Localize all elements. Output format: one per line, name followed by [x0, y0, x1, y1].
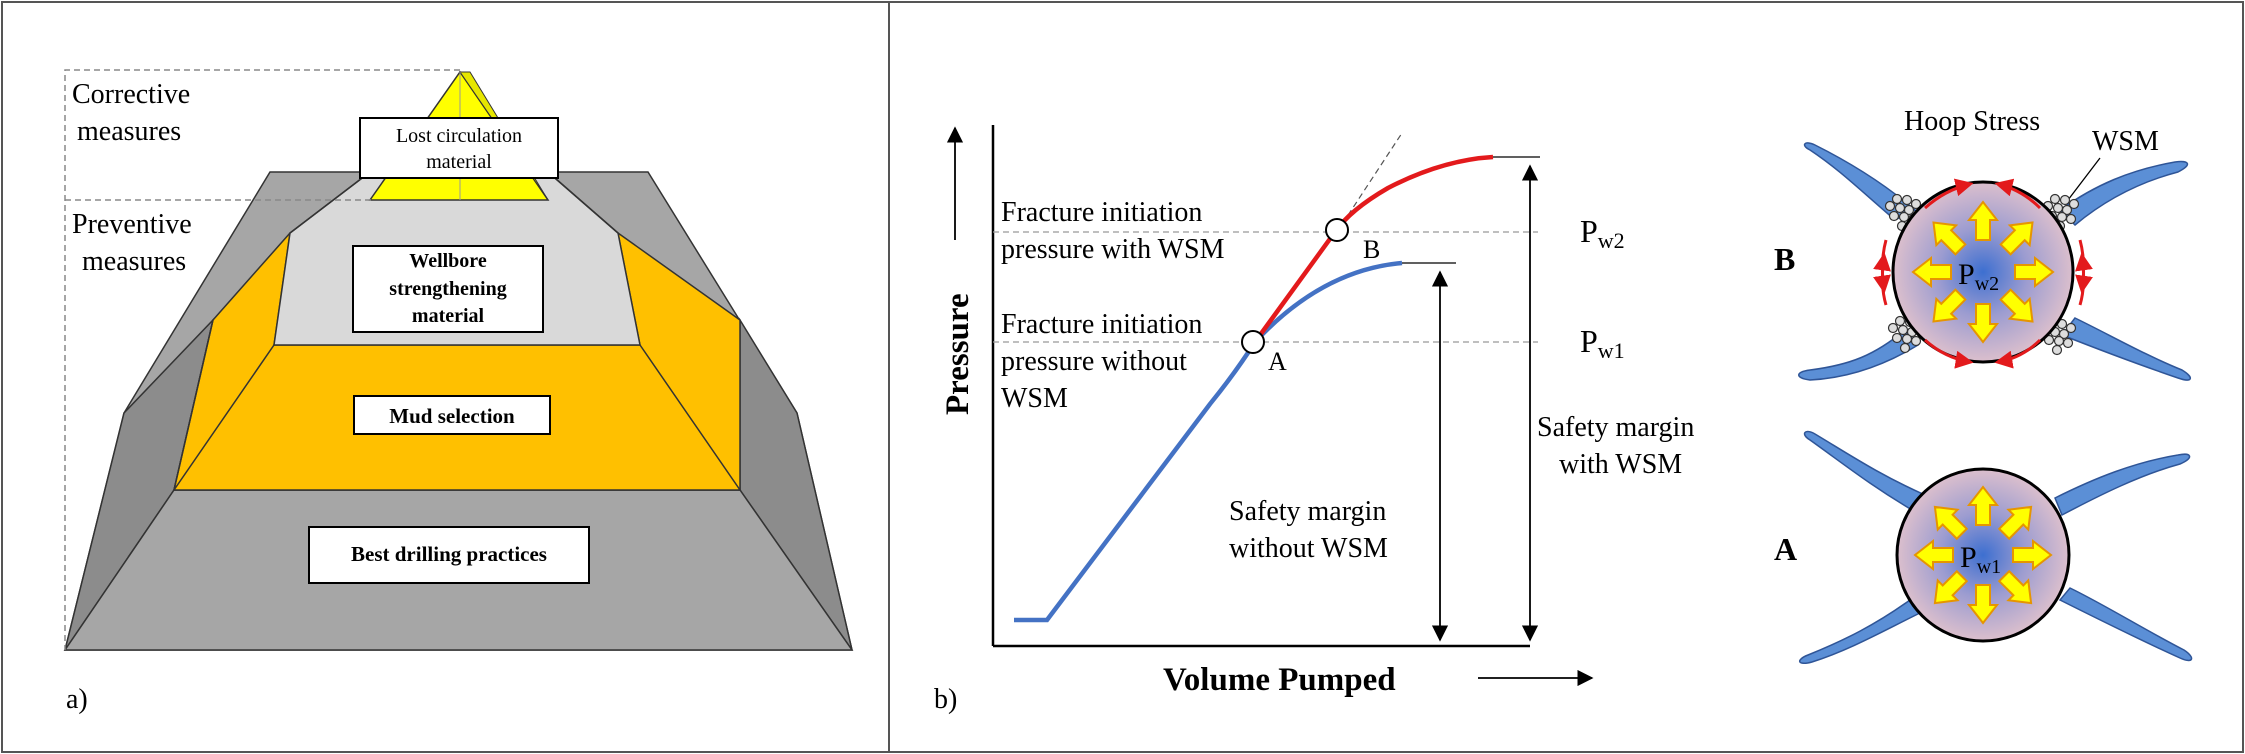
wsm-pointer	[2067, 157, 2101, 201]
fracture-upper-right	[2054, 453, 2191, 517]
fracture-lower-left	[1799, 599, 1924, 665]
panel-b-label: b)	[934, 684, 957, 715]
safety-with-line2: with WSM	[1559, 449, 1682, 480]
box-best-drilling	[308, 526, 590, 584]
corrective-bracket	[64, 69, 460, 650]
box-lost-circulation	[359, 117, 559, 179]
label-a: A	[1774, 531, 1797, 567]
hoop-arrow	[1923, 338, 1974, 369]
wellbore-b: Pw2	[1798, 142, 2191, 381]
preventive-label-line2: measures	[82, 246, 186, 277]
hoop-arrow	[1994, 178, 2042, 210]
box-wellbore-strengthening	[352, 245, 544, 333]
preventive-label-line1: Preventive	[72, 209, 192, 240]
box-wellbore-line1: Wellbore	[409, 250, 487, 272]
panel-b-chart: Pressure Volume Pumped A B Fracture init…	[934, 125, 1694, 715]
point-b-label: B	[1363, 235, 1380, 264]
safety-with-line1: Safety margin	[1537, 412, 1694, 443]
fracture-lower-right	[2060, 317, 2191, 381]
panel-a-label: a)	[66, 684, 88, 715]
fracture-lower-left	[1798, 328, 1920, 381]
point-a-label: A	[1268, 347, 1287, 376]
hoop-arrow	[1994, 338, 2042, 369]
panel-c-wellbores: Hoop Stress WSM B A	[1774, 106, 2193, 665]
box-lost-circulation-line1: Lost circulation	[396, 125, 522, 147]
point-a-marker	[1241, 330, 1265, 354]
box-best-drilling-text: Best drilling practices	[351, 542, 547, 566]
pw1-label: Pw1	[1580, 323, 1625, 363]
point-b-marker	[1325, 218, 1349, 242]
y-axis-label: Pressure	[940, 293, 976, 415]
panel-a-pyramid: Corrective measures Preventive measures …	[63, 69, 854, 715]
box-mud-selection	[353, 395, 551, 435]
hoop-arrow	[1923, 178, 1974, 210]
annot-with-line2: pressure with WSM	[1001, 234, 1225, 265]
box-wellbore-line3: material	[412, 305, 485, 327]
annot-without-line3: WSM	[1001, 383, 1068, 414]
pw2-label: Pw2	[1580, 213, 1625, 253]
annot-with-line1: Fracture initiation	[1001, 197, 1202, 228]
annot-without-line2: pressure without	[1001, 346, 1187, 377]
wellbore-a-pressure: Pw1	[1960, 541, 2001, 578]
corrective-label-line2: measures	[77, 116, 181, 147]
box-wellbore-line2: strengthening	[389, 278, 506, 300]
annot-without-line1: Fracture initiation	[1001, 309, 1202, 340]
wsm-label: WSM	[2092, 126, 2159, 157]
x-axis-label: Volume Pumped	[1163, 662, 1396, 698]
wellbore-a: Pw1	[1799, 430, 2193, 665]
safety-without-line2: without WSM	[1229, 533, 1388, 564]
fracture-upper-right	[2058, 160, 2189, 227]
corrective-label-line1: Corrective	[72, 79, 190, 110]
fracture-upper-left	[1803, 430, 1927, 511]
safety-without-line1: Safety margin	[1229, 496, 1386, 527]
hoop-arrow	[2075, 252, 2093, 306]
hoop-arrow	[1873, 252, 1891, 306]
fracture-upper-left	[1803, 142, 1917, 221]
hoop-stress-label: Hoop Stress	[1904, 106, 2040, 137]
box-mud-selection-text: Mud selection	[389, 404, 515, 428]
label-b: B	[1774, 241, 1795, 277]
box-lost-circulation-line2: material	[426, 151, 492, 173]
fracture-lower-right	[2058, 587, 2193, 662]
wellbore-b-pressure: Pw2	[1958, 258, 1999, 295]
